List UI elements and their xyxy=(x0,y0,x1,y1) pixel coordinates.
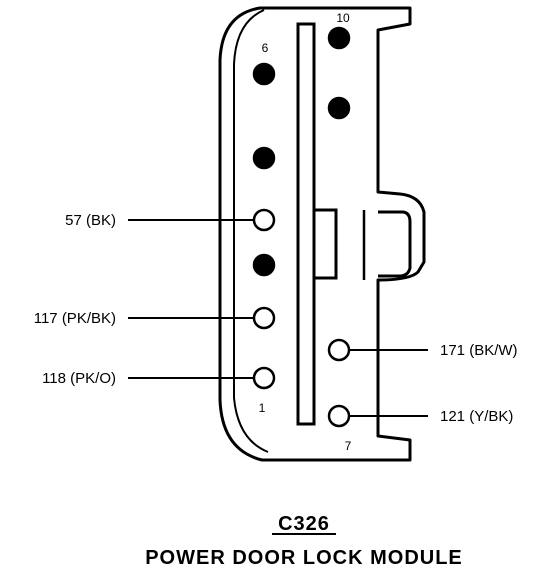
pin-number-bottom-left: 1 xyxy=(259,401,266,415)
left-pin-6-open xyxy=(252,366,276,390)
wire-label-right-1: 171 (BK/W) xyxy=(440,342,518,359)
right-pin-2-filled xyxy=(327,96,351,120)
wire-label-right-2: 121 (Y/BK) xyxy=(440,408,513,425)
divider-notch xyxy=(312,208,338,280)
wire-label-left-3: 118 (PK/O) xyxy=(42,370,116,387)
connector-housing xyxy=(218,6,426,462)
pin-number-bottom-right: 7 xyxy=(345,439,352,453)
left-pin-column xyxy=(252,62,276,390)
connector-id: C326 xyxy=(278,513,330,535)
latch-tab xyxy=(378,210,412,278)
wire-label-left-2: 117 (PK/BK) xyxy=(34,310,116,327)
wire-label-left-1: 57 (BK) xyxy=(65,212,116,229)
housing-inner-rim xyxy=(233,9,269,453)
right-pin-4-open xyxy=(327,404,351,428)
left-pin-1-filled xyxy=(252,62,276,86)
right-pin-3-open xyxy=(327,338,351,362)
left-pin-2-filled xyxy=(252,146,276,170)
left-pin-4-filled xyxy=(252,253,276,277)
connector-name: POWER DOOR LOCK MODULE xyxy=(145,547,463,569)
divider-bar xyxy=(296,22,316,426)
left-pin-5-open xyxy=(252,306,276,330)
left-pin-3-open xyxy=(252,208,276,232)
right-pin-column xyxy=(327,26,351,428)
right-pin-1-filled xyxy=(327,26,351,50)
pin-number-top-left: 6 xyxy=(262,41,269,55)
pin-number-top-right: 10 xyxy=(336,11,350,25)
